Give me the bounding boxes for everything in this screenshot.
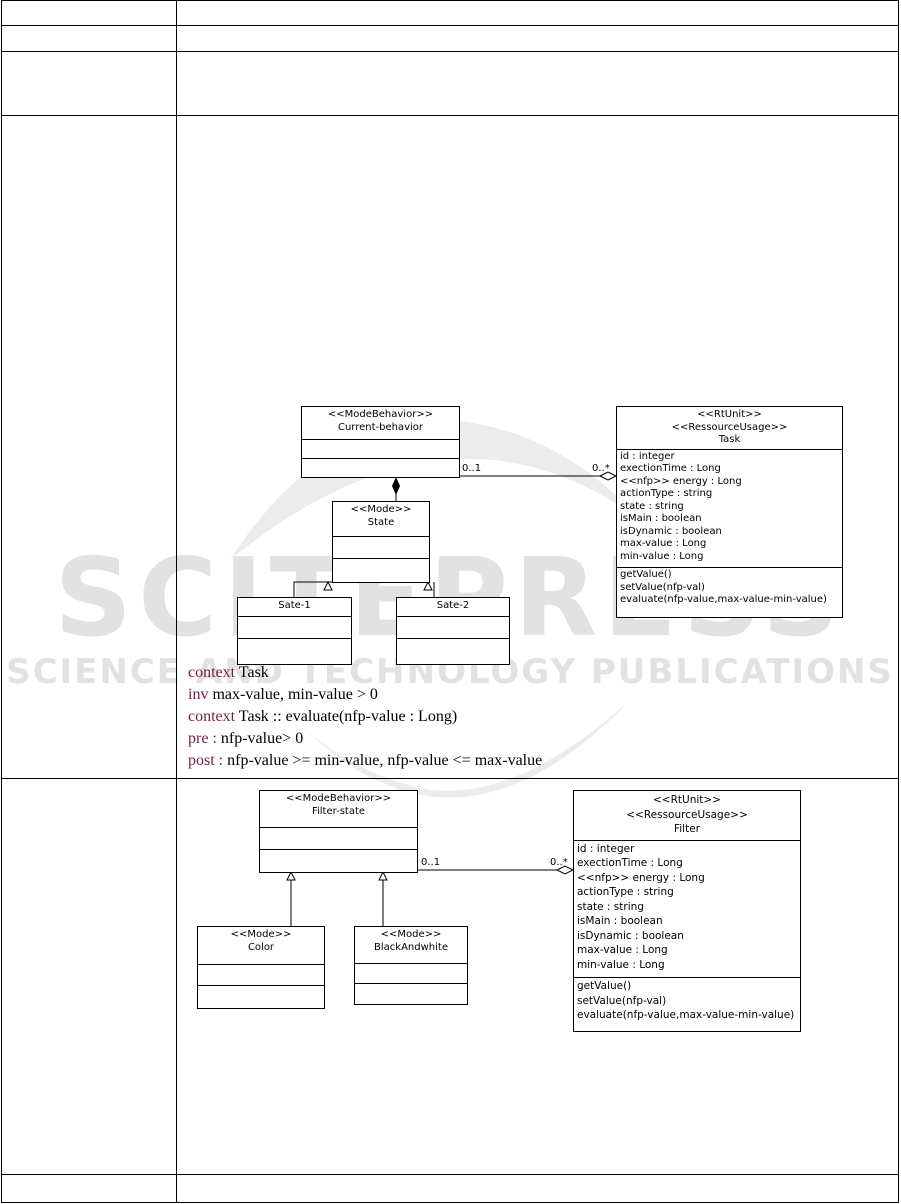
attribute: state : string [620,500,684,512]
attribute: <<nfp>> energy : Long [577,871,705,884]
multiplicity-left: 0..1 [462,463,482,474]
attribute: exectionTime : Long [577,857,683,869]
stereotype-label: <<Mode>> [230,929,292,940]
stereotype-label: <<RtUnit>> [697,409,762,420]
stereotype-label: <<ModeBehavior>> [327,409,434,420]
attribute: isMain : boolean [577,915,663,927]
attribute: isDynamic : boolean [620,525,722,537]
table-rule [1,51,899,52]
ocl-line: pre : nfp-value> 0 [188,728,303,750]
table-rule [1,25,899,26]
stereotype-label: <<Mode>> [350,504,412,515]
ocl-text: Task :: evaluate(nfp-value : Long) [235,708,458,725]
attribute: max-value : Long [620,538,707,549]
ocl-line: context Task [188,662,269,684]
ocl-line: post : nfp-value >= min-value, nfp-value… [188,750,542,772]
class-name: Sate-1 [278,600,311,611]
class-name: Filter [673,823,700,835]
table-rule [1,1174,899,1175]
class-filter-state: <<ModeBehavior>> Filter-state [259,790,418,873]
operation: setValue(nfp-val) [620,581,705,593]
table-rule [1,1202,899,1203]
attribute: <<nfp>> energy : Long [620,475,742,487]
stereotype-label: <<ModeBehavior>> [285,793,392,804]
ocl-line: inv max-value, min-value > 0 [188,684,378,706]
operation-list: getValue() setValue(nfp-val) evaluate(nf… [617,567,842,608]
operation-list: getValue() setValue(nfp-val) evaluate(nf… [574,977,800,1024]
class-name: Color [247,941,275,953]
ocl-keyword: post : [188,752,224,769]
ocl-text: max-value, min-value > 0 [208,686,378,703]
attribute: isDynamic : boolean [577,929,684,942]
class-filter: <<RtUnit>> <<RessourceUsage>> Filter id … [573,790,801,1032]
class-name: State [367,516,395,528]
class-task: <<RtUnit>> <<RessourceUsage>> Task id : … [616,406,843,618]
table-rule [1,778,899,779]
stereotype-label: <<RessourceUsage>> [626,808,748,821]
ocl-keyword: context [188,664,236,681]
operation: evaluate(nfp-value,max-value-min-value) [620,594,827,605]
ocl-text: Task [235,664,269,681]
attribute: min-value : Long [577,958,665,971]
operation: getValue() [577,980,632,992]
class-sate-1: Sate-1 [237,597,352,665]
operation: getValue() [620,569,672,580]
ocl-text: nfp-value >= min-value, nfp-value <= max… [223,752,543,769]
class-sate-2: Sate-2 [396,597,510,665]
attribute: isMain : boolean [620,513,702,524]
table-rule [1,0,899,1]
table-rule [1,115,899,116]
class-name: Current-behavior [337,421,424,433]
stereotype-label: <<Mode>> [380,929,442,940]
class-color: <<Mode>> Color [197,926,325,1009]
operation: evaluate(nfp-value,max-value-min-value) [577,1009,795,1021]
class-name: Sate-2 [436,600,470,611]
stereotype-label: <<RtUnit>> [653,794,721,806]
attribute: max-value : Long [577,944,668,956]
class-name: Filter-state [311,805,366,817]
operation: setValue(nfp-val) [577,994,667,1007]
attribute-list: id : integer exectionTime : Long <<nfp>>… [574,839,800,974]
class-current-behavior: <<ModeBehavior>> Current-behavior [301,406,460,478]
ocl-keyword: context [188,708,236,725]
ocl-text: nfp-value> 0 [216,730,304,747]
table-rule [1,0,2,1203]
table-rule [176,0,177,1203]
ocl-keyword: pre : [188,730,217,747]
attribute: actionType : string [577,886,674,898]
multiplicity-left: 0..1 [421,857,441,868]
attribute: id : integer [577,842,635,855]
attribute-list: id : integer exectionTime : Long <<nfp>>… [617,448,842,565]
attribute: state : string [577,900,644,913]
class-name: Task [718,434,741,445]
ocl-line: context Task :: evaluate(nfp-value : Lon… [188,706,457,728]
stereotype-label: <<RessourceUsage>> [671,421,788,433]
multiplicity-right: 0..* [550,857,568,868]
class-blackandwhite: <<Mode>> BlackAndwhite [354,926,468,1005]
attribute: id : integer [620,450,675,462]
table-rule [898,0,899,1203]
attribute: min-value : Long [620,550,704,562]
attribute: exectionTime : Long [620,463,721,474]
attribute: actionType : string [620,488,713,499]
multiplicity-right: 0..* [592,463,610,474]
class-name: BlackAndwhite [374,941,448,953]
ocl-keyword: inv [188,686,209,703]
class-state: <<Mode>> State [332,501,430,583]
